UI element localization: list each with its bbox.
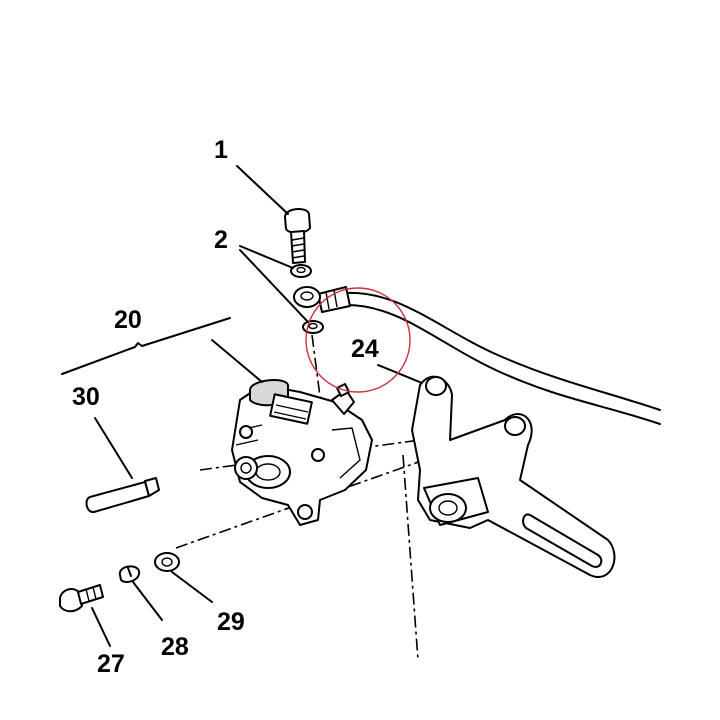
callout-1: 1 (214, 136, 228, 164)
caliper-body (231, 378, 373, 526)
callout-24: 24 (351, 335, 379, 363)
callout-27: 27 (97, 650, 125, 678)
callout-20: 20 (114, 306, 142, 334)
callout-30: 30 (72, 383, 100, 411)
lock-washer (118, 565, 141, 583)
callout-29: 29 (217, 608, 245, 636)
leader-lines (61, 165, 423, 647)
banjo-bolt (284, 208, 311, 264)
highlight-circle (305, 287, 411, 393)
mounting-bolt (59, 584, 104, 613)
callout-2: 2 (214, 226, 228, 254)
guide-pin (85, 477, 160, 513)
support-bracket (411, 375, 616, 578)
flat-washer (154, 552, 180, 572)
banjo-fitting (293, 286, 321, 308)
callout-28: 28 (161, 633, 189, 661)
